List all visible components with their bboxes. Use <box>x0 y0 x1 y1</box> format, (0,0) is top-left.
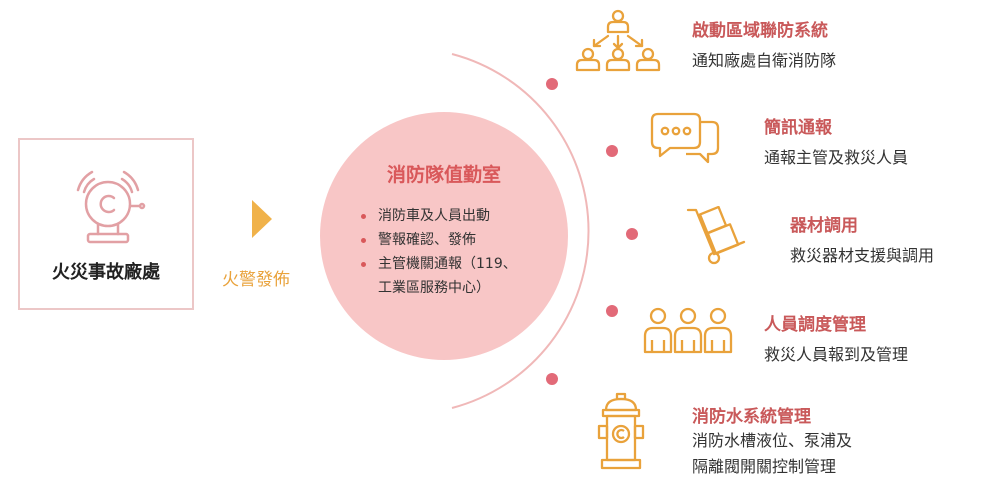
action-title-sms: 簡訊通報 <box>764 118 832 138</box>
hand-truck-icon <box>686 206 746 265</box>
list-item: 工業區服務中心） <box>378 280 490 296</box>
duty-room-title: 消防隊值勤室 <box>386 164 501 186</box>
duty-room-circle: 消防隊值勤室 消防車及人員出動 警報確認、發佈 主管機關通報（119、 工業區服… <box>320 112 568 360</box>
fire-alarm-bell-icon <box>76 170 146 244</box>
arrow-right-icon <box>252 200 272 238</box>
source-box: 火災事故廠處 <box>18 138 194 310</box>
list-item: 主管機關通報（119、 <box>356 252 556 276</box>
source-label: 火災事故廠處 <box>52 262 160 283</box>
action-desc-equipment: 救災器材支援與調用 <box>790 246 935 265</box>
action-title-water-system: 消防水系統管理 <box>692 407 811 427</box>
action-title-equipment: 器材調用 <box>790 216 858 236</box>
org-hierarchy-icon <box>575 9 661 72</box>
desc-line: 消防水槽液位、泵浦及 <box>692 431 853 450</box>
action-title-personnel: 人員調度管理 <box>764 315 866 335</box>
list-item: 消防車及人員出動 <box>356 204 556 228</box>
chat-bubbles-icon <box>650 112 720 164</box>
duty-room-list: 消防車及人員出動 警報確認、發佈 主管機關通報（119、 工業區服務中心） <box>356 204 556 300</box>
fire-hydrant-icon <box>597 392 645 470</box>
connector-dot <box>606 305 618 317</box>
action-desc-personnel: 救災人員報到及管理 <box>764 345 909 364</box>
connector-dot <box>546 78 558 90</box>
connector-dot <box>626 228 638 240</box>
alert-label: 火警發佈 <box>222 270 290 290</box>
action-desc-zone-defense: 通知廠處自衛消防隊 <box>692 51 837 70</box>
action-title-zone-defense: 啟動區域聯防系統 <box>692 21 828 41</box>
connector-dot <box>546 373 558 385</box>
people-group-icon <box>643 307 733 354</box>
list-item: 警報確認、發佈 <box>356 228 556 252</box>
action-desc-water-system: 消防水槽液位、泵浦及 隔離閥開關控制管理 <box>692 428 852 480</box>
action-desc-sms: 通報主管及救災人員 <box>764 148 909 167</box>
desc-line: 隔離閥開關控制管理 <box>692 457 837 476</box>
connector-dot <box>606 145 618 157</box>
